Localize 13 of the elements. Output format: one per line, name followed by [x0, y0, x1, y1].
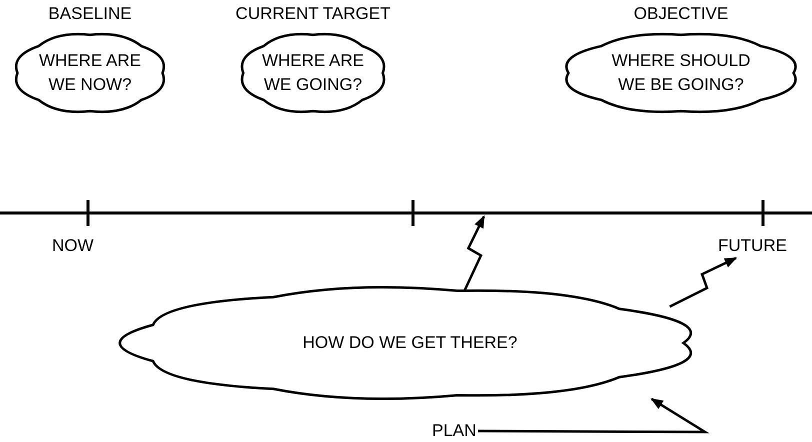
cloud-heading: BASELINE [48, 4, 132, 24]
axis-label: PLAN [432, 421, 478, 441]
zigzag-arrow [463, 215, 486, 292]
axis-label: NOW [52, 236, 94, 256]
zigzag-arrow [669, 256, 738, 308]
cloud-text: WHERE ARE WE GOING? [260, 50, 366, 96]
cloud-text: HOW DO WE GET THERE? [302, 332, 518, 354]
axis-label: FUTURE [718, 236, 788, 256]
cloud-heading: OBJECTIVE [634, 4, 728, 24]
cloud-heading: CURRENT TARGET [236, 4, 390, 24]
cloud-text: WHERE SHOULD WE BE GOING? [610, 50, 752, 96]
leader-line [478, 398, 710, 434]
cloud-text: WHERE ARE WE NOW? [38, 50, 142, 96]
